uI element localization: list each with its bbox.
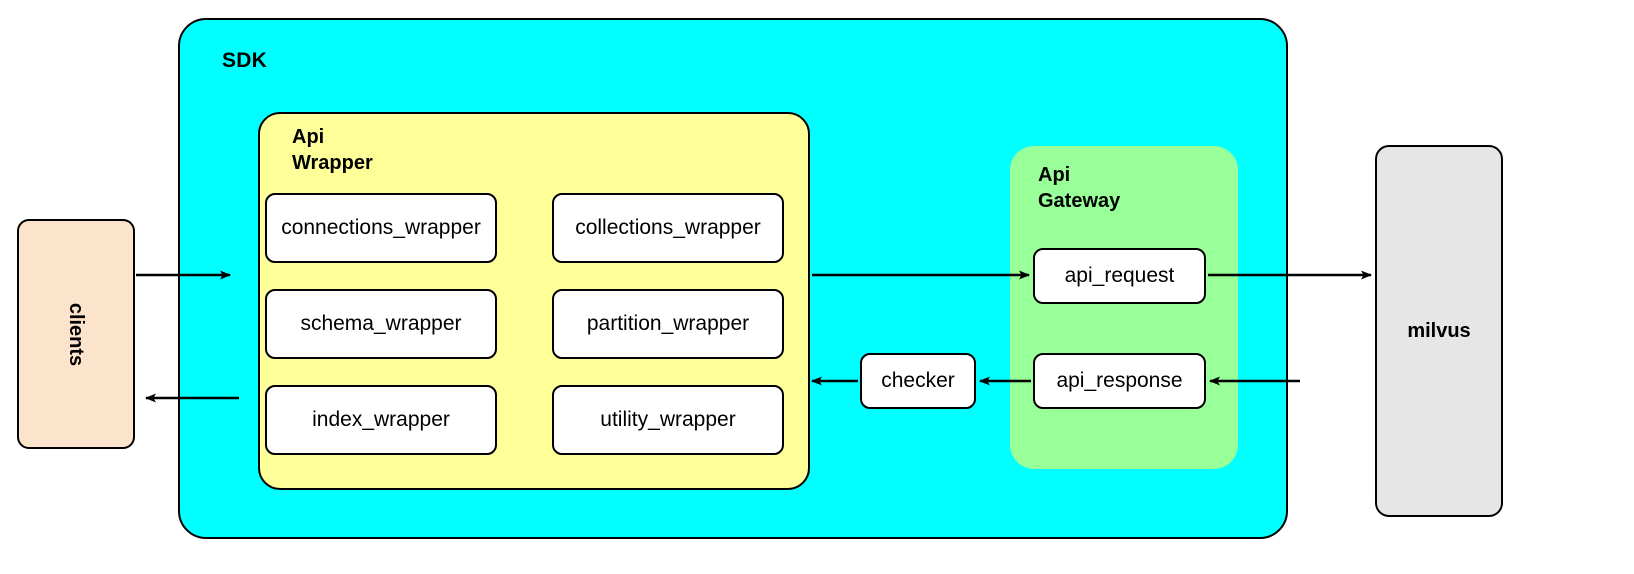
container-api-wrapper-label: Api Wrapper — [292, 124, 412, 176]
container-api-gateway-label: Api Gateway — [1038, 162, 1188, 214]
node-collections-wrapper[interactable]: collections_wrapper — [552, 193, 784, 263]
node-index-wrapper[interactable]: index_wrapper — [265, 385, 497, 455]
node-partition-wrapper[interactable]: partition_wrapper — [552, 289, 784, 359]
node-connections-wrapper[interactable]: connections_wrapper — [265, 193, 497, 263]
node-api-request-label: api_request — [1064, 264, 1175, 287]
node-utility-wrapper-label: utility_wrapper — [600, 408, 736, 431]
container-api-gateway[interactable]: Api Gateway — [1010, 146, 1238, 469]
node-partition-wrapper-label: partition_wrapper — [586, 312, 750, 335]
node-clients[interactable]: clients — [17, 219, 135, 449]
node-clients-label: clients — [65, 302, 88, 366]
node-api-response-label: api_response — [1056, 369, 1183, 392]
node-milvus[interactable]: milvus — [1375, 145, 1503, 517]
container-sdk-label: SDK — [222, 49, 267, 72]
node-schema-wrapper[interactable]: schema_wrapper — [265, 289, 497, 359]
container-api-gateway-label-line1: Api — [1038, 164, 1071, 186]
node-collections-wrapper-label: collections_wrapper — [575, 216, 761, 239]
node-utility-wrapper[interactable]: utility_wrapper — [552, 385, 784, 455]
node-milvus-label: milvus — [1407, 319, 1471, 342]
container-api-wrapper-label-line2: Wrapper — [292, 152, 373, 174]
node-schema-wrapper-label: schema_wrapper — [300, 312, 462, 335]
node-checker-label: checker — [881, 369, 955, 392]
node-connections-wrapper-label: connections_wrapper — [281, 216, 481, 239]
node-checker[interactable]: checker — [860, 353, 976, 409]
node-index-wrapper-label: index_wrapper — [312, 408, 450, 431]
container-api-wrapper-label-line1: Api — [292, 126, 325, 148]
node-api-response[interactable]: api_response — [1033, 353, 1206, 409]
container-api-gateway-label-line2: Gateway — [1038, 190, 1121, 212]
node-api-request[interactable]: api_request — [1033, 248, 1206, 304]
